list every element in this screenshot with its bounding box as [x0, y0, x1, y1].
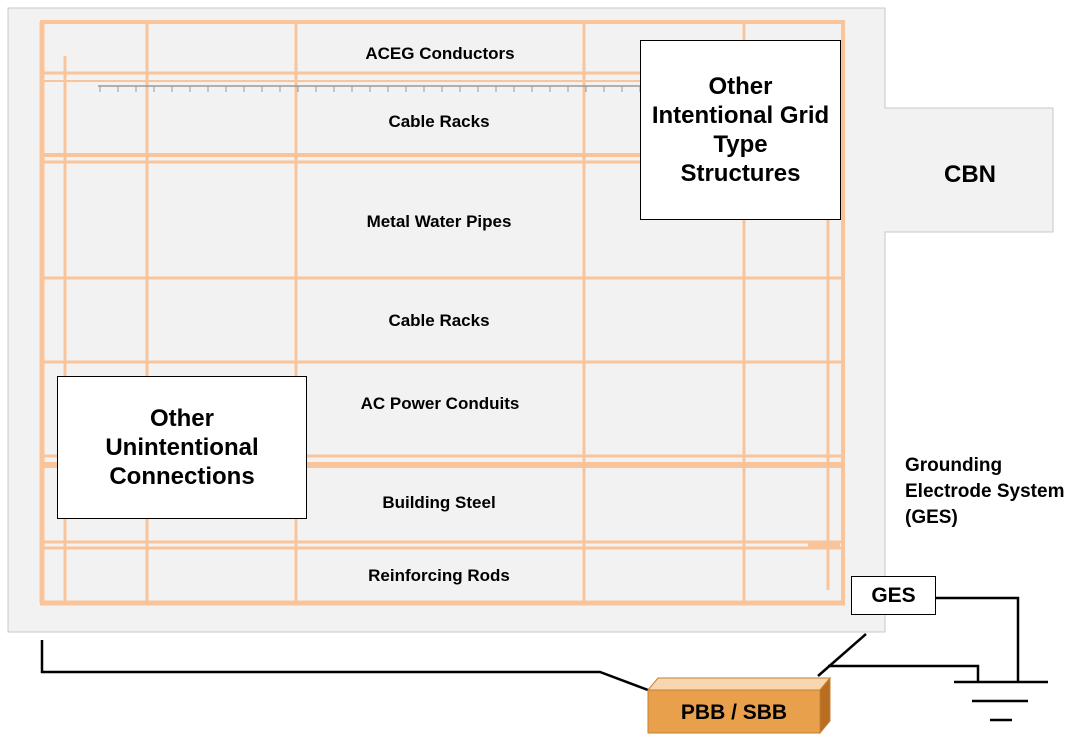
ges-box-label: GES [871, 583, 916, 607]
ground-symbol-icon [954, 680, 1048, 722]
unintentional-connections-label: Other Unintentional Connections [105, 405, 259, 490]
aceg-conductor-strip [98, 85, 655, 92]
cbn-area [7, 7, 1054, 633]
grid-type-structures-box: Other Intentional Grid Type Structures [640, 40, 841, 220]
unintentional-connections-box: Other Unintentional Connections [57, 376, 307, 519]
layer-label-reinforcing-rods: Reinforcing Rods [368, 566, 510, 585]
cbn-label: CBN [944, 161, 996, 188]
bonding-conductors [40, 596, 1020, 692]
grid-lines [39, 20, 845, 606]
layer-label-building-steel: Building Steel [382, 493, 495, 512]
ges-caption: Grounding Electrode System (GES) [905, 455, 1065, 528]
layer-label-cable-racks-lower: Cable Racks [388, 311, 489, 330]
pbb-sbb-block [646, 676, 832, 735]
layer-label-cable-racks-upper: Cable Racks [388, 112, 489, 131]
pbb-sbb-label: PBB / SBB [681, 701, 787, 724]
ges-box: GES [851, 576, 936, 615]
grid-type-structures-label: Other Intentional Grid Type Structures [651, 73, 830, 187]
layer-label-ac-power-conduits: AC Power Conduits [361, 394, 520, 413]
layer-label-metal-water-pipes: Metal Water Pipes [367, 212, 512, 231]
layer-label-aceg-conductors: ACEG Conductors [365, 44, 514, 63]
